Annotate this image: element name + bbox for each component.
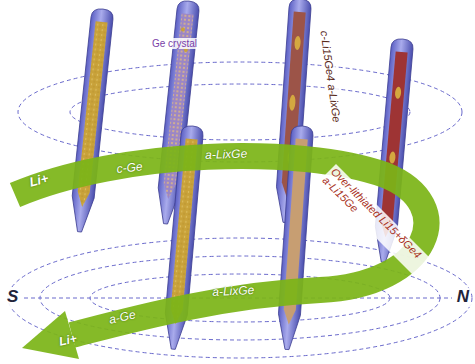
crystal-label: Ge crystal — [150, 38, 199, 49]
pole-label: N — [455, 288, 471, 307]
phase-label: c-Li15Ge4 a-LixGe — [318, 28, 343, 125]
phase-label: a-LixGe — [212, 284, 255, 299]
lithium-flow-arrow — [15, 156, 426, 359]
phase-label: c-Ge — [116, 160, 143, 176]
phase-label: a-LixGe — [205, 148, 247, 163]
nanowire — [69, 8, 114, 233]
pole-label: S — [5, 288, 20, 307]
